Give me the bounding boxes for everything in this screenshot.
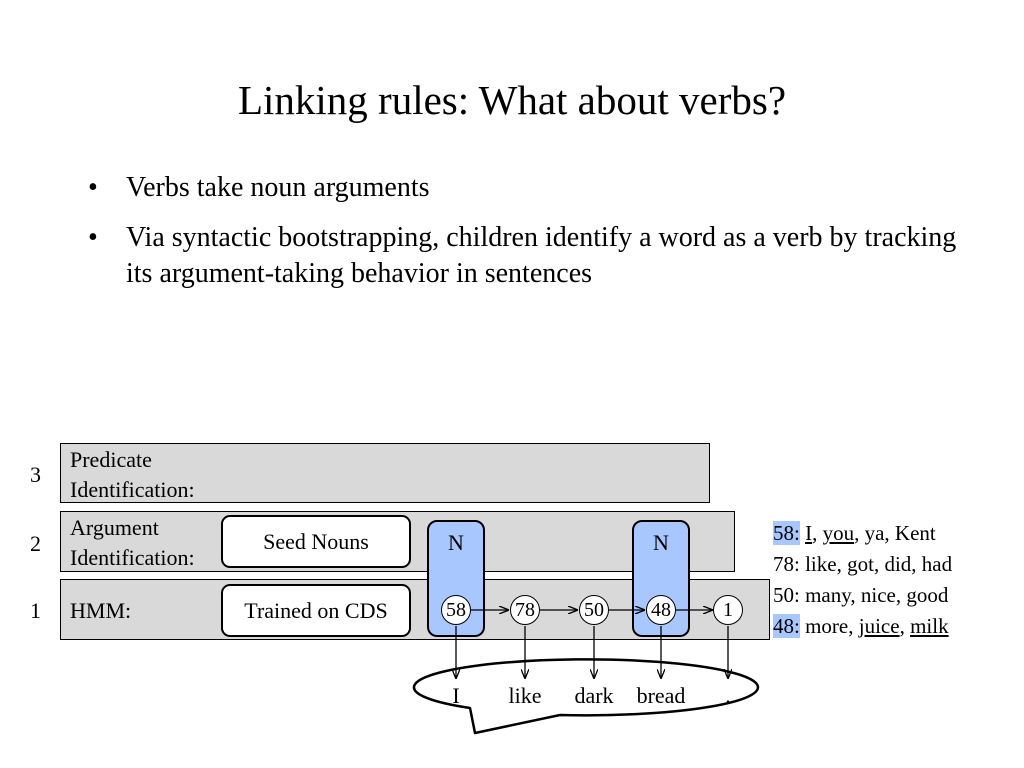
cluster-row-50: 50: many, nice, good — [773, 583, 949, 607]
seed-nouns-box: Seed Nouns — [221, 515, 411, 568]
sentence-word: I — [452, 683, 460, 708]
cluster-word: juice — [858, 614, 900, 638]
hmm-state-58: 58 — [441, 595, 471, 625]
cluster-word: ya — [864, 521, 885, 545]
cluster-word: you — [822, 521, 855, 545]
bullet-item: • Via syntactic bootstrapping, children … — [88, 220, 968, 292]
cluster-id: 48: — [773, 614, 800, 638]
cluster-row-78: 78: like, got, did, had — [773, 552, 953, 576]
cluster-word: like — [805, 552, 837, 576]
cluster-word: had — [921, 552, 953, 576]
bullet-item: • Verbs take noun arguments — [88, 170, 968, 206]
sentence-word: dark — [574, 683, 614, 708]
cluster-word: nice — [860, 583, 896, 607]
noun-tag: N — [653, 530, 669, 555]
slide-title: Linking rules: What about verbs? — [237, 77, 787, 123]
trained-on-cds-box: Trained on CDS — [221, 584, 411, 637]
layer-3-label: Predicate Identification: — [70, 447, 195, 502]
sentence-word: bread — [636, 683, 686, 708]
layer-2-number: 2 — [30, 531, 41, 556]
cluster-word: I — [805, 521, 813, 545]
cluster-row-48: 48: more, juice, milk — [773, 614, 949, 638]
cluster-list: 58: I, you, ya, Kent 78: like, got, did, … — [773, 518, 952, 642]
cluster-word: did — [884, 552, 912, 576]
hmm-state-48: 48 — [646, 595, 676, 625]
cluster-word: Kent — [894, 521, 936, 545]
hmm-state-78: 78 — [510, 595, 540, 625]
layer-2-label: Argument Identification: — [70, 515, 195, 570]
hmm-state-50: 50 — [579, 595, 609, 625]
layer-3-box — [60, 443, 710, 503]
cluster-word: got — [847, 552, 874, 576]
cluster-row-58: 58: I, you, ya, Kent — [773, 521, 936, 545]
layer-1-number: 1 — [30, 598, 41, 623]
layer-3-number: 3 — [30, 462, 41, 487]
sentence-word: like — [508, 683, 542, 708]
bullet-dot: • — [88, 172, 98, 203]
cluster-word: more — [805, 614, 849, 638]
bullet-text: Via syntactic bootstrapping, children id… — [126, 222, 957, 289]
speech-bubble — [412, 658, 760, 735]
sentence-word: . — [725, 683, 731, 708]
bullet-dot: • — [88, 222, 98, 253]
bullet-text: Verbs take noun arguments — [126, 172, 430, 203]
cluster-word: good — [906, 583, 949, 607]
cluster-word: many — [805, 583, 851, 607]
cluster-id: 50: — [773, 583, 800, 607]
hmm-state-1: 1 — [713, 595, 743, 625]
layer-1-label: HMM: — [70, 598, 132, 623]
cluster-word: milk — [910, 614, 949, 638]
bullet-list: • Verbs take noun arguments • Via syntac… — [88, 170, 968, 306]
cluster-id: 78: — [773, 552, 800, 576]
noun-tag: N — [448, 530, 464, 555]
cluster-id: 58: — [773, 521, 800, 545]
